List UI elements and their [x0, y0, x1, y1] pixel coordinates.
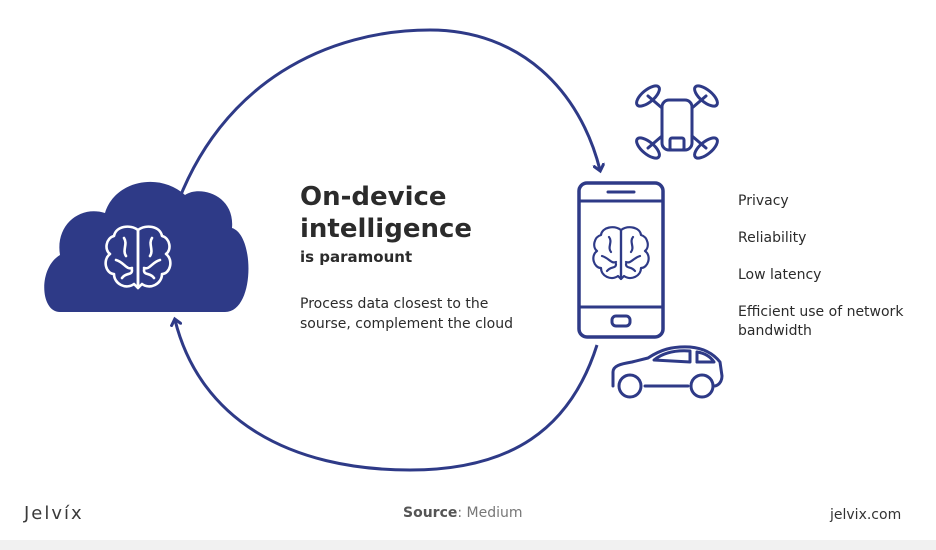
brand-logo: Jelvíx [24, 503, 84, 524]
diagram-title: On-device intelligence [300, 181, 472, 245]
title-line-1: On-device [300, 182, 447, 212]
source-value: : Medium [457, 505, 523, 521]
arc-top-arrow [172, 28, 600, 214]
diagram-subtitle: is paramount [300, 248, 413, 266]
cloud-brain-icon [44, 181, 249, 312]
benefit-item: Efficient use of network bandwidth [738, 304, 904, 339]
drone-icon [635, 84, 719, 160]
benefit-item: Low latency [738, 267, 822, 283]
benefit-item: Reliability [738, 230, 807, 246]
source-label: Source [403, 505, 458, 521]
benefit-item: Privacy [738, 193, 789, 209]
source-credit: Source: Medium [403, 505, 523, 521]
car-icon [611, 345, 724, 399]
site-url: jelvix.com [830, 507, 902, 523]
bottom-divider [0, 540, 936, 550]
cycle-arrows [172, 28, 600, 472]
arc-bottom-arrow [175, 320, 599, 472]
benefits-list: Privacy Reliability Low latency Efficien… [738, 192, 928, 359]
title-line-2: intelligence [300, 214, 473, 244]
diagram-description: Process data closest to the sourse, comp… [300, 296, 513, 332]
smartphone-brain-icon [577, 181, 665, 339]
